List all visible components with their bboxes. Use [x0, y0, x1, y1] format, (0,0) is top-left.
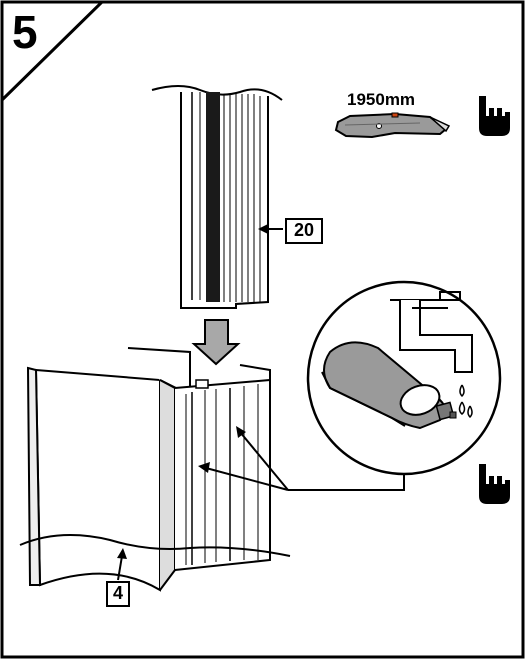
step-number: 5	[12, 6, 38, 58]
step-corner	[0, 0, 106, 104]
utility-knife-icon	[334, 112, 451, 139]
pointer-arrow-4	[117, 548, 127, 581]
part-label-4: 4	[106, 581, 130, 607]
seal-strip	[151, 85, 283, 309]
soap-bottle-icon	[321, 341, 457, 430]
lubricate-pointer	[198, 426, 405, 491]
pointer-arrow-20	[258, 224, 283, 234]
lubrication-detail	[306, 280, 502, 476]
hand-press-icon	[479, 96, 510, 136]
insert-arrow	[191, 319, 241, 366]
door-profile	[19, 347, 291, 592]
part-label-20: 20	[285, 218, 323, 244]
water-tap-icon	[390, 291, 473, 419]
hand-press-icon-bottom	[479, 464, 510, 504]
cut-length-label: 1950mm	[347, 90, 416, 109]
